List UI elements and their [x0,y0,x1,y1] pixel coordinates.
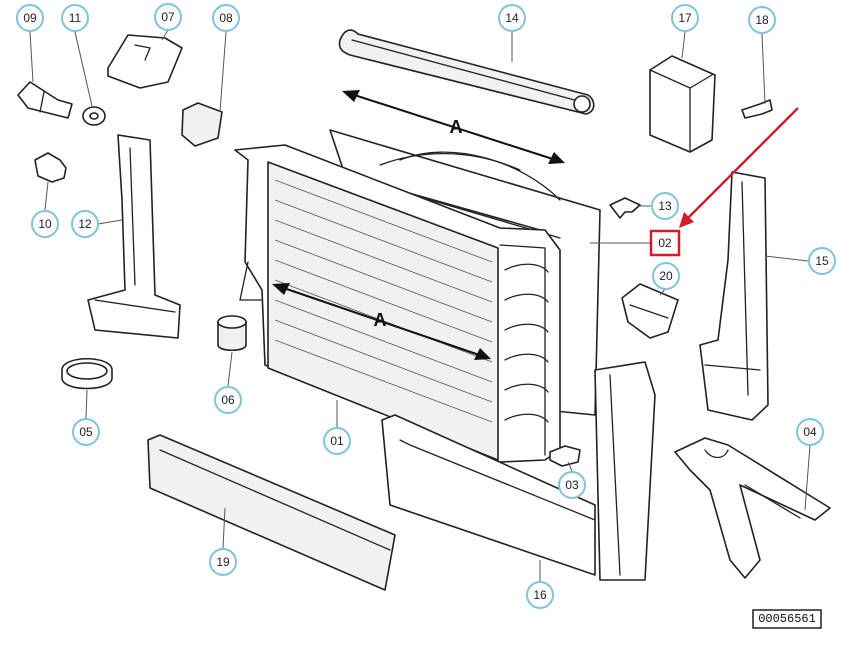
callout-label: 09 [23,11,37,25]
callout-label: 15 [815,254,829,268]
hose-clamp [61,358,113,390]
dimension-lower [272,283,491,360]
rubber-mount [217,315,247,352]
callout-label: 20 [659,269,673,283]
dimension-upper [342,90,565,164]
bolt [549,445,581,467]
temperature-sensor [17,81,73,119]
dimension-label-lower: A [374,310,387,330]
dimension-label-upper: A [450,117,463,137]
reference-number-box: 00056561 [752,609,822,629]
front-frame [381,361,656,581]
callout-15[interactable]: 15 [808,247,836,275]
callout-label: 03 [565,478,579,492]
screw-18 [741,99,773,119]
right-bracket [699,171,769,421]
callout-label: 07 [161,10,175,24]
callout-09[interactable]: 09 [16,4,44,32]
expansion-module [649,55,716,153]
callout-label: 17 [678,11,692,25]
plug [34,152,67,183]
callout-label: 08 [219,11,233,25]
callout-06[interactable]: 06 [214,386,242,414]
leader-lines [29,29,811,581]
grommet [181,102,223,147]
callout-11[interactable]: 11 [61,4,89,32]
callout-label: 12 [78,217,92,231]
highlighted-part-label: 02 [658,236,672,250]
callout-16[interactable]: 16 [526,581,554,609]
reference-number: 00056561 [758,612,816,626]
callout-label: 10 [38,217,52,231]
radiator [234,144,561,463]
callout-01[interactable]: 01 [323,427,351,455]
air-duct [674,437,831,579]
callout-08[interactable]: 08 [212,4,240,32]
callout-19[interactable]: 19 [209,548,237,576]
callout-07[interactable]: 07 [154,3,182,31]
bracket-clip [621,283,679,339]
callout-04[interactable]: 04 [796,418,824,446]
callout-label: 11 [69,11,82,25]
callout-12[interactable]: 12 [71,210,99,238]
callout-label: 01 [330,434,344,448]
callout-label: 05 [79,425,93,439]
callout-20[interactable]: 20 [652,262,680,290]
highlight-pointer [679,107,799,228]
callout-label: 18 [755,13,769,27]
callout-13[interactable]: 13 [651,192,679,220]
callout-label: 19 [216,555,230,569]
callout-label: 04 [803,425,817,439]
callout-17[interactable]: 17 [671,4,699,32]
sealing-ring [82,106,106,126]
callout-05[interactable]: 05 [72,418,100,446]
callout-10[interactable]: 10 [31,210,59,238]
callout-label: 06 [221,393,235,407]
left-bracket [87,134,181,339]
callout-label: 16 [533,588,547,602]
callout-02-highlighted[interactable]: 02 [649,229,681,257]
callout-label: 14 [505,11,519,25]
rivet [609,197,641,219]
lower-cover-strip [147,434,396,591]
callout-03[interactable]: 03 [558,471,586,499]
callout-label: 13 [658,199,672,213]
clip-holder [107,34,183,89]
callout-18[interactable]: 18 [748,6,776,34]
callout-14[interactable]: 14 [498,4,526,32]
upper-seal-strip [338,29,595,115]
